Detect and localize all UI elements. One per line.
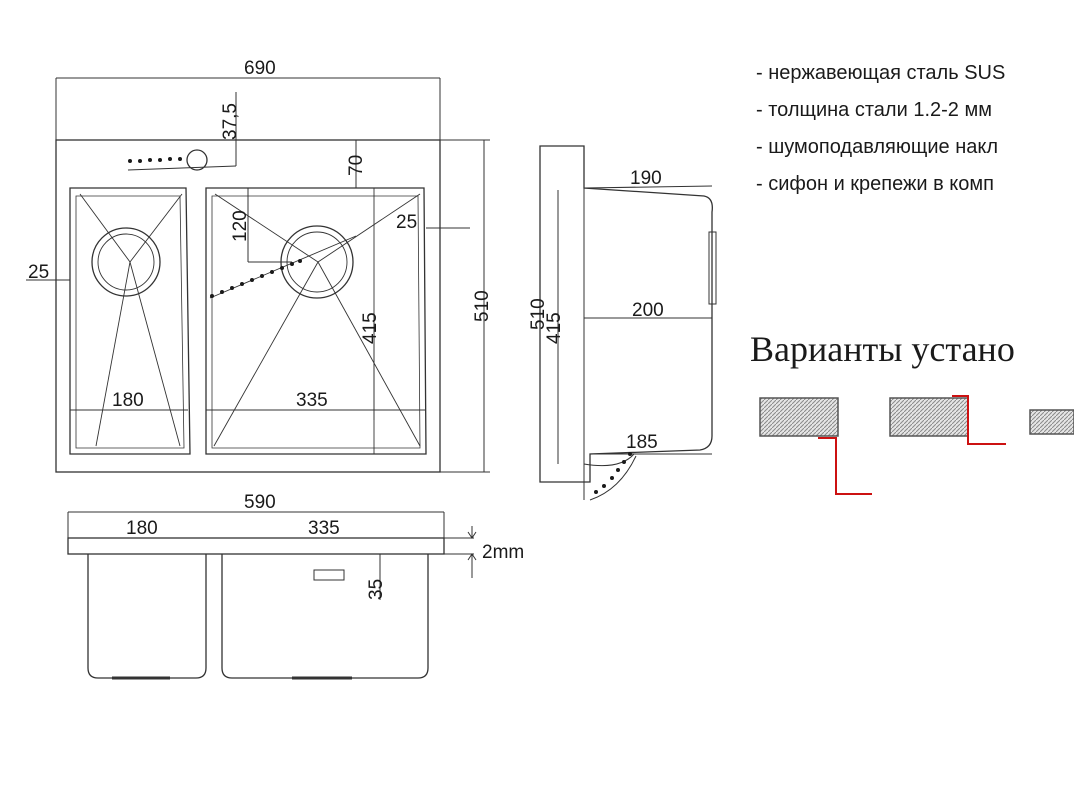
side-profile [539, 145, 713, 483]
dim-overall-depth: 510 [472, 290, 493, 322]
dim-hole-offset: 37,5 [220, 103, 241, 140]
install-variants-title: Варианты устано [750, 329, 1015, 369]
front-large-bowl [221, 554, 429, 679]
dim-side-mid: 200 [632, 300, 664, 321]
dim-front-small: 180 [126, 518, 158, 539]
dim-front-large: 335 [308, 518, 340, 539]
dim-right-margin: 25 [396, 212, 417, 233]
overflow-dots-top [128, 157, 302, 298]
dim-side-top: 190 [630, 168, 662, 189]
top-view [26, 77, 490, 473]
tap-hole [186, 149, 208, 171]
sink-outline [55, 139, 441, 473]
overflow-dots-side [594, 452, 632, 494]
dim-left-margin: 25 [28, 262, 49, 283]
spec-siphon: - сифон и крепежи в комп [756, 173, 994, 195]
dim-small-bowl-width: 180 [112, 390, 144, 411]
dim-bowl-offset: 120 [230, 210, 251, 242]
dim-overall-width: 690 [244, 58, 276, 79]
small-bowl [69, 187, 191, 455]
front-deck [67, 537, 445, 555]
dim-bowl-depth: 415 [360, 312, 381, 344]
spec-material: - нержавеющая сталь SUS [756, 62, 1006, 84]
side-view [539, 145, 717, 501]
small-drain [91, 227, 161, 297]
dim-side-depth-inner: 415 [544, 312, 565, 344]
dim-top-edge: 70 [346, 155, 367, 176]
dim-thickness: 2mm [482, 542, 524, 563]
install-variant-3 [1029, 409, 1074, 435]
install-variant-1 [759, 397, 872, 495]
spec-noise-pads: - шумоподавляющие накл [756, 136, 999, 158]
front-view [67, 511, 477, 680]
dim-front-total: 590 [244, 492, 276, 513]
install-variant-2 [889, 395, 1006, 445]
dim-side-bottom: 185 [626, 432, 658, 453]
large-bowl [205, 187, 427, 455]
spec-thickness: - толщина стали 1.2-2 мм [756, 99, 992, 121]
spec-list: - нержавеющая сталь SUS - толщина стали … [756, 60, 1005, 208]
dim-depth-35: 35 [366, 579, 387, 600]
front-small-bowl [87, 554, 207, 679]
dim-large-bowl-width: 335 [296, 390, 328, 411]
dim-side-depth-outer: 510 [528, 298, 549, 330]
